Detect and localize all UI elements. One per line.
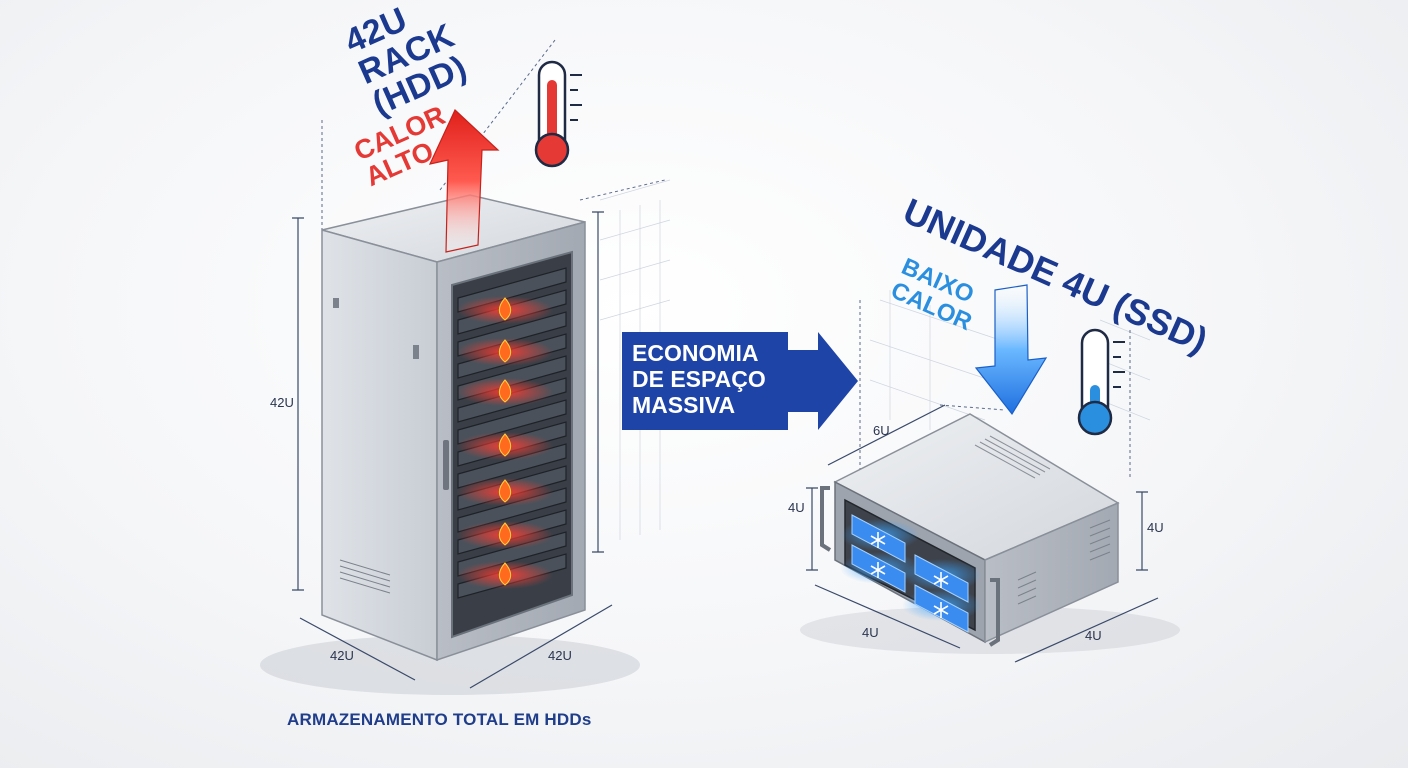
- thermometer-cold-icon: [1077, 328, 1125, 436]
- ssd-dim-right: 4U: [1147, 520, 1164, 535]
- rack-bottom-caption: ARMAZENAMENTO TOTAL EM HDDs: [287, 710, 592, 729]
- rack-dim-width: 42U: [548, 648, 572, 663]
- thermometer-hot-icon: [534, 60, 582, 168]
- ssd-dim-front: 4U: [862, 625, 879, 640]
- snowflake-icon: [870, 562, 886, 578]
- flame-icon: [498, 379, 512, 403]
- cool-down-arrow-icon: [974, 284, 1048, 416]
- rack-dim-depth: 42U: [330, 648, 354, 663]
- flame-icon: [498, 339, 512, 363]
- ssd-dim-left: 4U: [788, 500, 805, 515]
- ssd-dim-side: 4U: [1085, 628, 1102, 643]
- flame-icon: [498, 433, 512, 457]
- snowflake-icon: [933, 602, 949, 618]
- snowflake-icon: [870, 532, 886, 548]
- flame-icon: [498, 479, 512, 503]
- hdd-rack: [260, 194, 640, 695]
- banner-arrowhead: [788, 332, 858, 430]
- ssd-dimension-lines: [806, 404, 1159, 663]
- rack-dimension-lines: [292, 211, 613, 689]
- ssd-unit: [800, 413, 1180, 654]
- rack-dim-height: 42U: [270, 395, 294, 410]
- space-savings-banner: ECONOMIA DE ESPAÇO MASSIVA: [622, 332, 788, 430]
- flame-icon: [498, 297, 512, 321]
- flame-icon: [498, 522, 512, 546]
- flame-icon: [498, 562, 512, 586]
- heat-up-arrow-icon: [428, 108, 500, 253]
- snowflake-icon: [933, 572, 949, 588]
- ssd-dim-top: 6U: [873, 423, 890, 438]
